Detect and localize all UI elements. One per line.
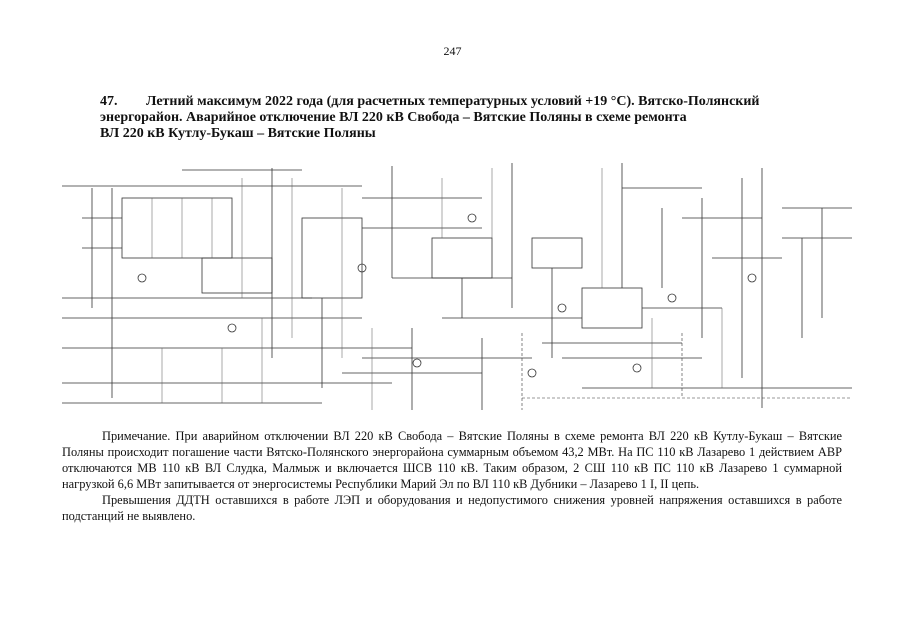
heading-line-3: ВЛ 220 кВ Кутлу-Букаш – Вятские Поляны [100,126,376,141]
section-number: 47. [100,94,118,109]
note-paragraph-2: Превышения ДДТН оставшихся в работе ЛЭП … [62,493,842,523]
schematic-lines [62,163,852,410]
schematic-minor-lines [151,168,723,410]
heading-line-1: 47. Летний максимум 2022 года (для расчет… [100,94,845,110]
section-heading: 47. Летний максимум 2022 года (для расчет… [100,94,845,142]
schematic-dashed-lines [521,333,852,410]
note-paragraph-1: Примечание. При аварийном отключении ВЛ … [62,429,842,491]
page-number: 247 [443,44,462,58]
heading-text-1: Летний максимум 2022 года (для расчетных… [146,94,760,109]
schematic-svg [62,163,852,410]
power-grid-schematic [62,158,852,410]
note-text: Примечание. При аварийном отключении ВЛ … [62,428,842,524]
heading-line-2: энергорайон. Аварийное отключение ВЛ 220… [100,110,687,125]
